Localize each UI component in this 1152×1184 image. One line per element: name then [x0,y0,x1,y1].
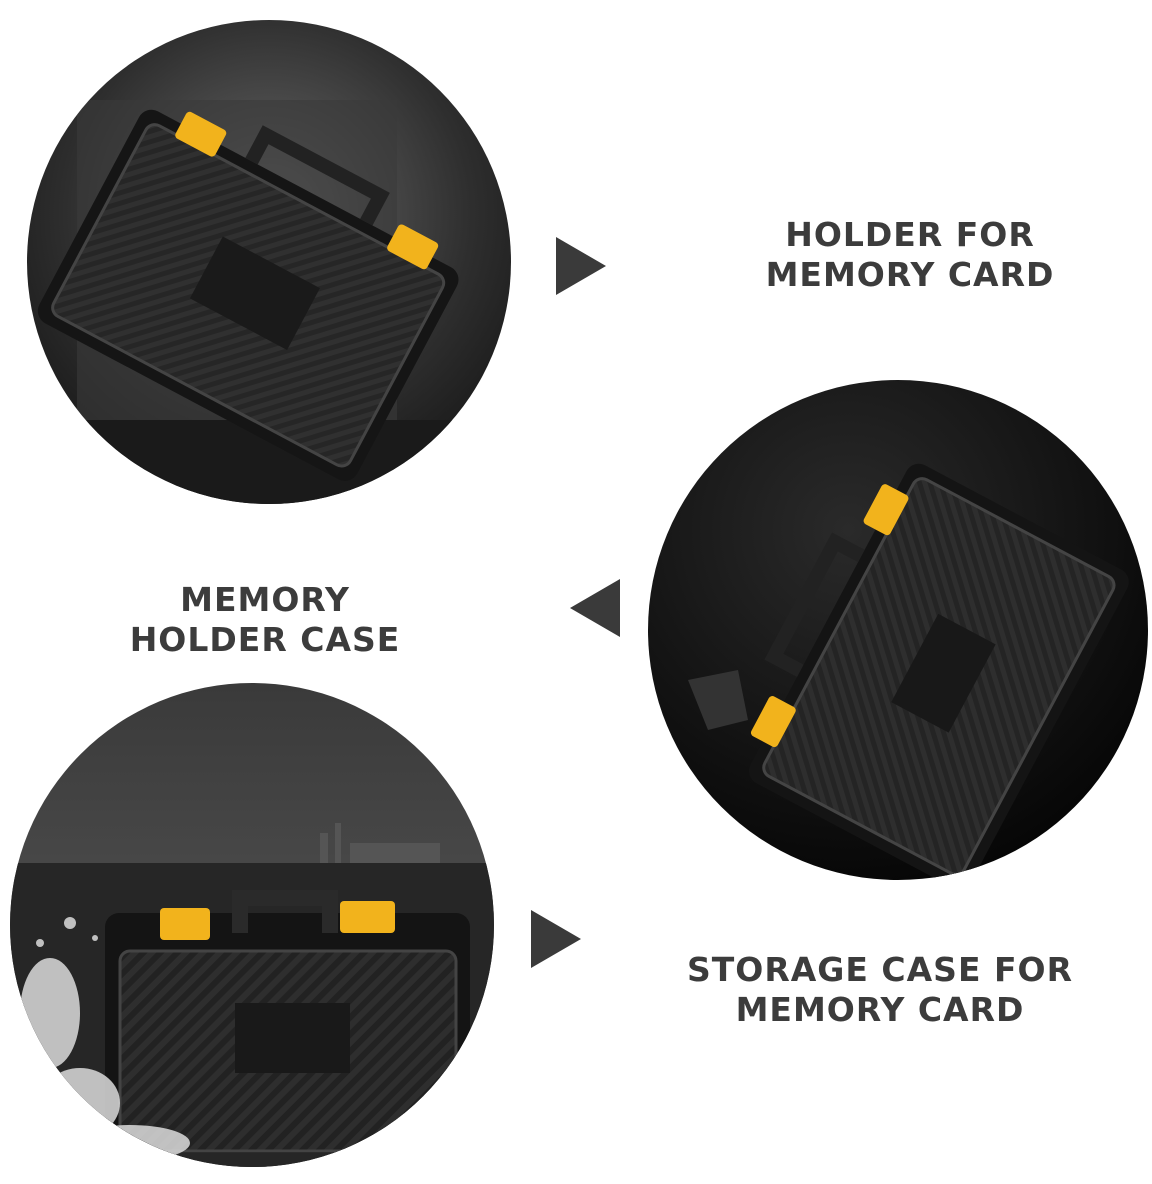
caption-line: MEMORY CARD [765,255,1055,294]
case-photo-water-splash [10,683,494,1167]
caption-line: STORAGE CASE FOR [687,950,1073,989]
case-photo-floating [648,380,1148,880]
case-illustration-1 [27,20,511,504]
case-illustration-2 [648,380,1148,880]
caption-line: HOLDER CASE [129,620,401,659]
caption-memory-holder-case: MEMORY HOLDER CASE [115,580,415,660]
arrow-left-icon [570,579,620,637]
arrow-right-icon [556,237,606,295]
case-illustration-3 [10,683,494,1167]
caption-line: MEMORY CARD [735,990,1025,1029]
arrow-right-icon [531,910,581,968]
caption-line: MEMORY [180,580,350,619]
case-photo-tilted [27,20,511,504]
caption-holder-for-memory-card: HOLDER FOR MEMORY CARD [740,215,1080,295]
caption-line: HOLDER FOR [785,215,1035,254]
caption-storage-case-for-memory-card: STORAGE CASE FOR MEMORY CARD [660,950,1100,1030]
